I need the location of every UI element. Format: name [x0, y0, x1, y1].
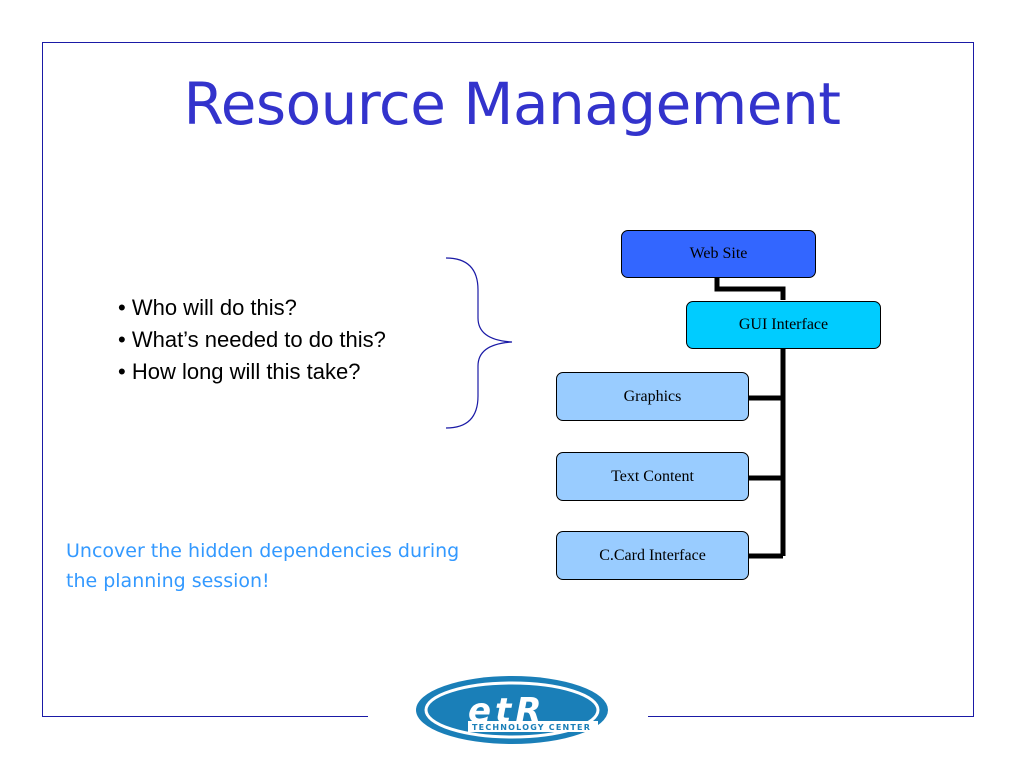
node-graphics: Graphics: [556, 372, 749, 421]
frame-right-border: [973, 42, 974, 717]
org-chart-connectors: [714, 276, 786, 559]
frame-bottom-border-right: [648, 716, 974, 717]
node-web-site: Web Site: [621, 230, 816, 278]
curly-brace: [445, 257, 513, 429]
bullet-list: Who will do this? What’s needed to do th…: [118, 292, 386, 388]
node-gui-interface: GUI Interface: [686, 301, 881, 349]
frame-left-border: [42, 42, 43, 717]
bullet-item: How long will this take?: [118, 356, 386, 388]
node-text-content: Text Content: [556, 452, 749, 501]
frame-top-border: [42, 42, 974, 43]
bullet-item: Who will do this?: [118, 292, 386, 324]
node-ccard-interface: C.Card Interface: [556, 531, 749, 580]
frame-bottom-border-left: [42, 716, 368, 717]
planning-note: Uncover the hidden dependencies during t…: [66, 540, 460, 592]
slide-title: Resource Management: [183, 70, 842, 138]
bullet-item: What’s needed to do this?: [118, 324, 386, 356]
